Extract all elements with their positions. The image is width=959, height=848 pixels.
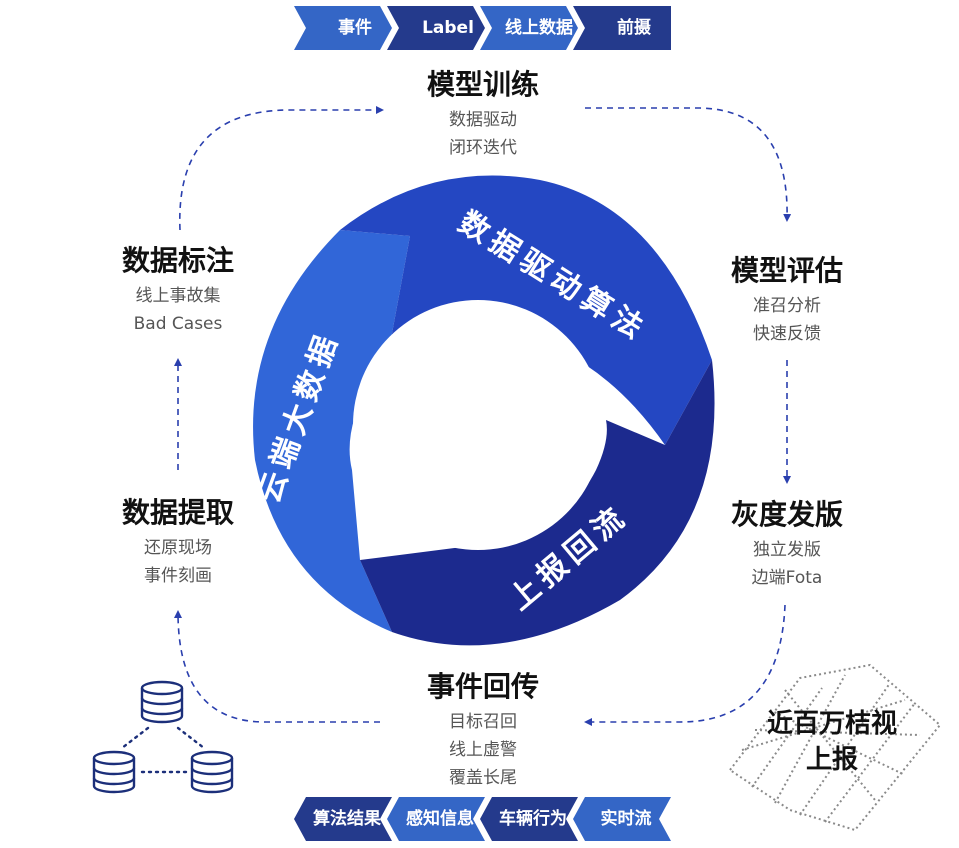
- top-chevron-3-label: 线上数据: [505, 18, 573, 38]
- database-icon: [92, 680, 234, 794]
- bottom-chevron-2: [387, 797, 485, 841]
- flow-arrows: [174, 106, 792, 726]
- node-desc-line: 事件刻画: [144, 566, 212, 586]
- bottom-chevron-3: [480, 797, 578, 841]
- node-data-extraction: 数据提取 还原现场 事件刻画: [88, 496, 268, 590]
- node-desc: 数据驱动 闭环迭代: [393, 106, 573, 162]
- top-chevron-2: [387, 6, 485, 50]
- node-data-annotation: 数据标注 线上事故集 Bad Cases: [88, 244, 268, 338]
- node-desc: 准召分析 快速反馈: [697, 292, 877, 348]
- arrow-train-to-eval: [585, 107, 792, 222]
- node-gray-release: 灰度发版 独立发版 边端Fota: [697, 498, 877, 592]
- node-desc-line: 目标召回: [449, 712, 517, 732]
- node-desc: 独立发版 边端Fota: [697, 536, 877, 592]
- node-desc-line: 线上虚警: [449, 740, 517, 760]
- node-desc-line: 线上事故集: [135, 286, 221, 306]
- node-desc-line: 数据驱动: [449, 110, 517, 130]
- node-desc-line: 还原现场: [144, 538, 212, 558]
- mesh-label: 近百万桔视 上报: [757, 706, 907, 778]
- mesh-label-line: 近百万桔视: [766, 709, 897, 739]
- bottom-chevron-1-label: 算法结果: [313, 809, 381, 829]
- ring-center: [353, 300, 603, 550]
- grid-mesh-icon: [728, 663, 942, 832]
- node-desc-line: 独立发版: [753, 540, 821, 560]
- node-model-training: 模型训练 数据驱动 闭环迭代: [393, 68, 573, 162]
- node-title: 模型训练: [426, 68, 539, 101]
- top-chevron-1: [294, 6, 392, 50]
- top-chevron-3: [480, 6, 578, 50]
- node-title: 事件回传: [426, 670, 539, 703]
- node-desc: 还原现场 事件刻画: [88, 534, 268, 590]
- arrow-release-to-upload: [584, 604, 786, 726]
- bottom-chevron-4: [573, 797, 671, 841]
- ring: [253, 175, 715, 646]
- node-desc-line: 闭环迭代: [449, 138, 517, 158]
- top-chevron-4-label: 前摄: [617, 18, 651, 38]
- node-desc-line: 边端Fota: [751, 568, 823, 588]
- bottom-chevron-3-label: 车辆行为: [499, 809, 567, 829]
- node-title: 灰度发版: [730, 498, 843, 531]
- bottom-chevron-4-label: 实时流: [600, 809, 652, 829]
- top-chevron-4: [573, 6, 671, 50]
- node-title: 数据提取: [121, 496, 234, 529]
- node-desc: 线上事故集 Bad Cases: [88, 282, 268, 338]
- top-chevron-1-label: 事件: [338, 18, 372, 38]
- node-desc: 目标召回 线上虚警 覆盖长尾: [393, 708, 573, 792]
- node-desc-line: Bad Cases: [133, 314, 223, 334]
- node-desc-line: 快速反馈: [753, 324, 821, 344]
- node-model-evaluation: 模型评估 准召分析 快速反馈: [697, 254, 877, 348]
- node-desc-line: 覆盖长尾: [449, 768, 517, 788]
- ring-segment-left: [253, 230, 410, 632]
- node-title: 模型评估: [730, 254, 843, 287]
- bottom-chevron-1: [294, 797, 392, 841]
- mesh-label-line: 上报: [805, 745, 858, 775]
- ring-segment-bottom: [360, 360, 715, 646]
- arrow-upload-to-extract: [174, 610, 380, 723]
- top-chevron-2-label: Label: [422, 18, 474, 38]
- arrow-annotate-to-train: [179, 106, 384, 231]
- bottom-chevron-2-label: 感知信息: [406, 809, 474, 829]
- node-title: 数据标注: [121, 244, 234, 277]
- node-event-upload: 事件回传 目标召回 线上虚警 覆盖长尾: [393, 670, 573, 792]
- node-desc-line: 准召分析: [753, 296, 821, 316]
